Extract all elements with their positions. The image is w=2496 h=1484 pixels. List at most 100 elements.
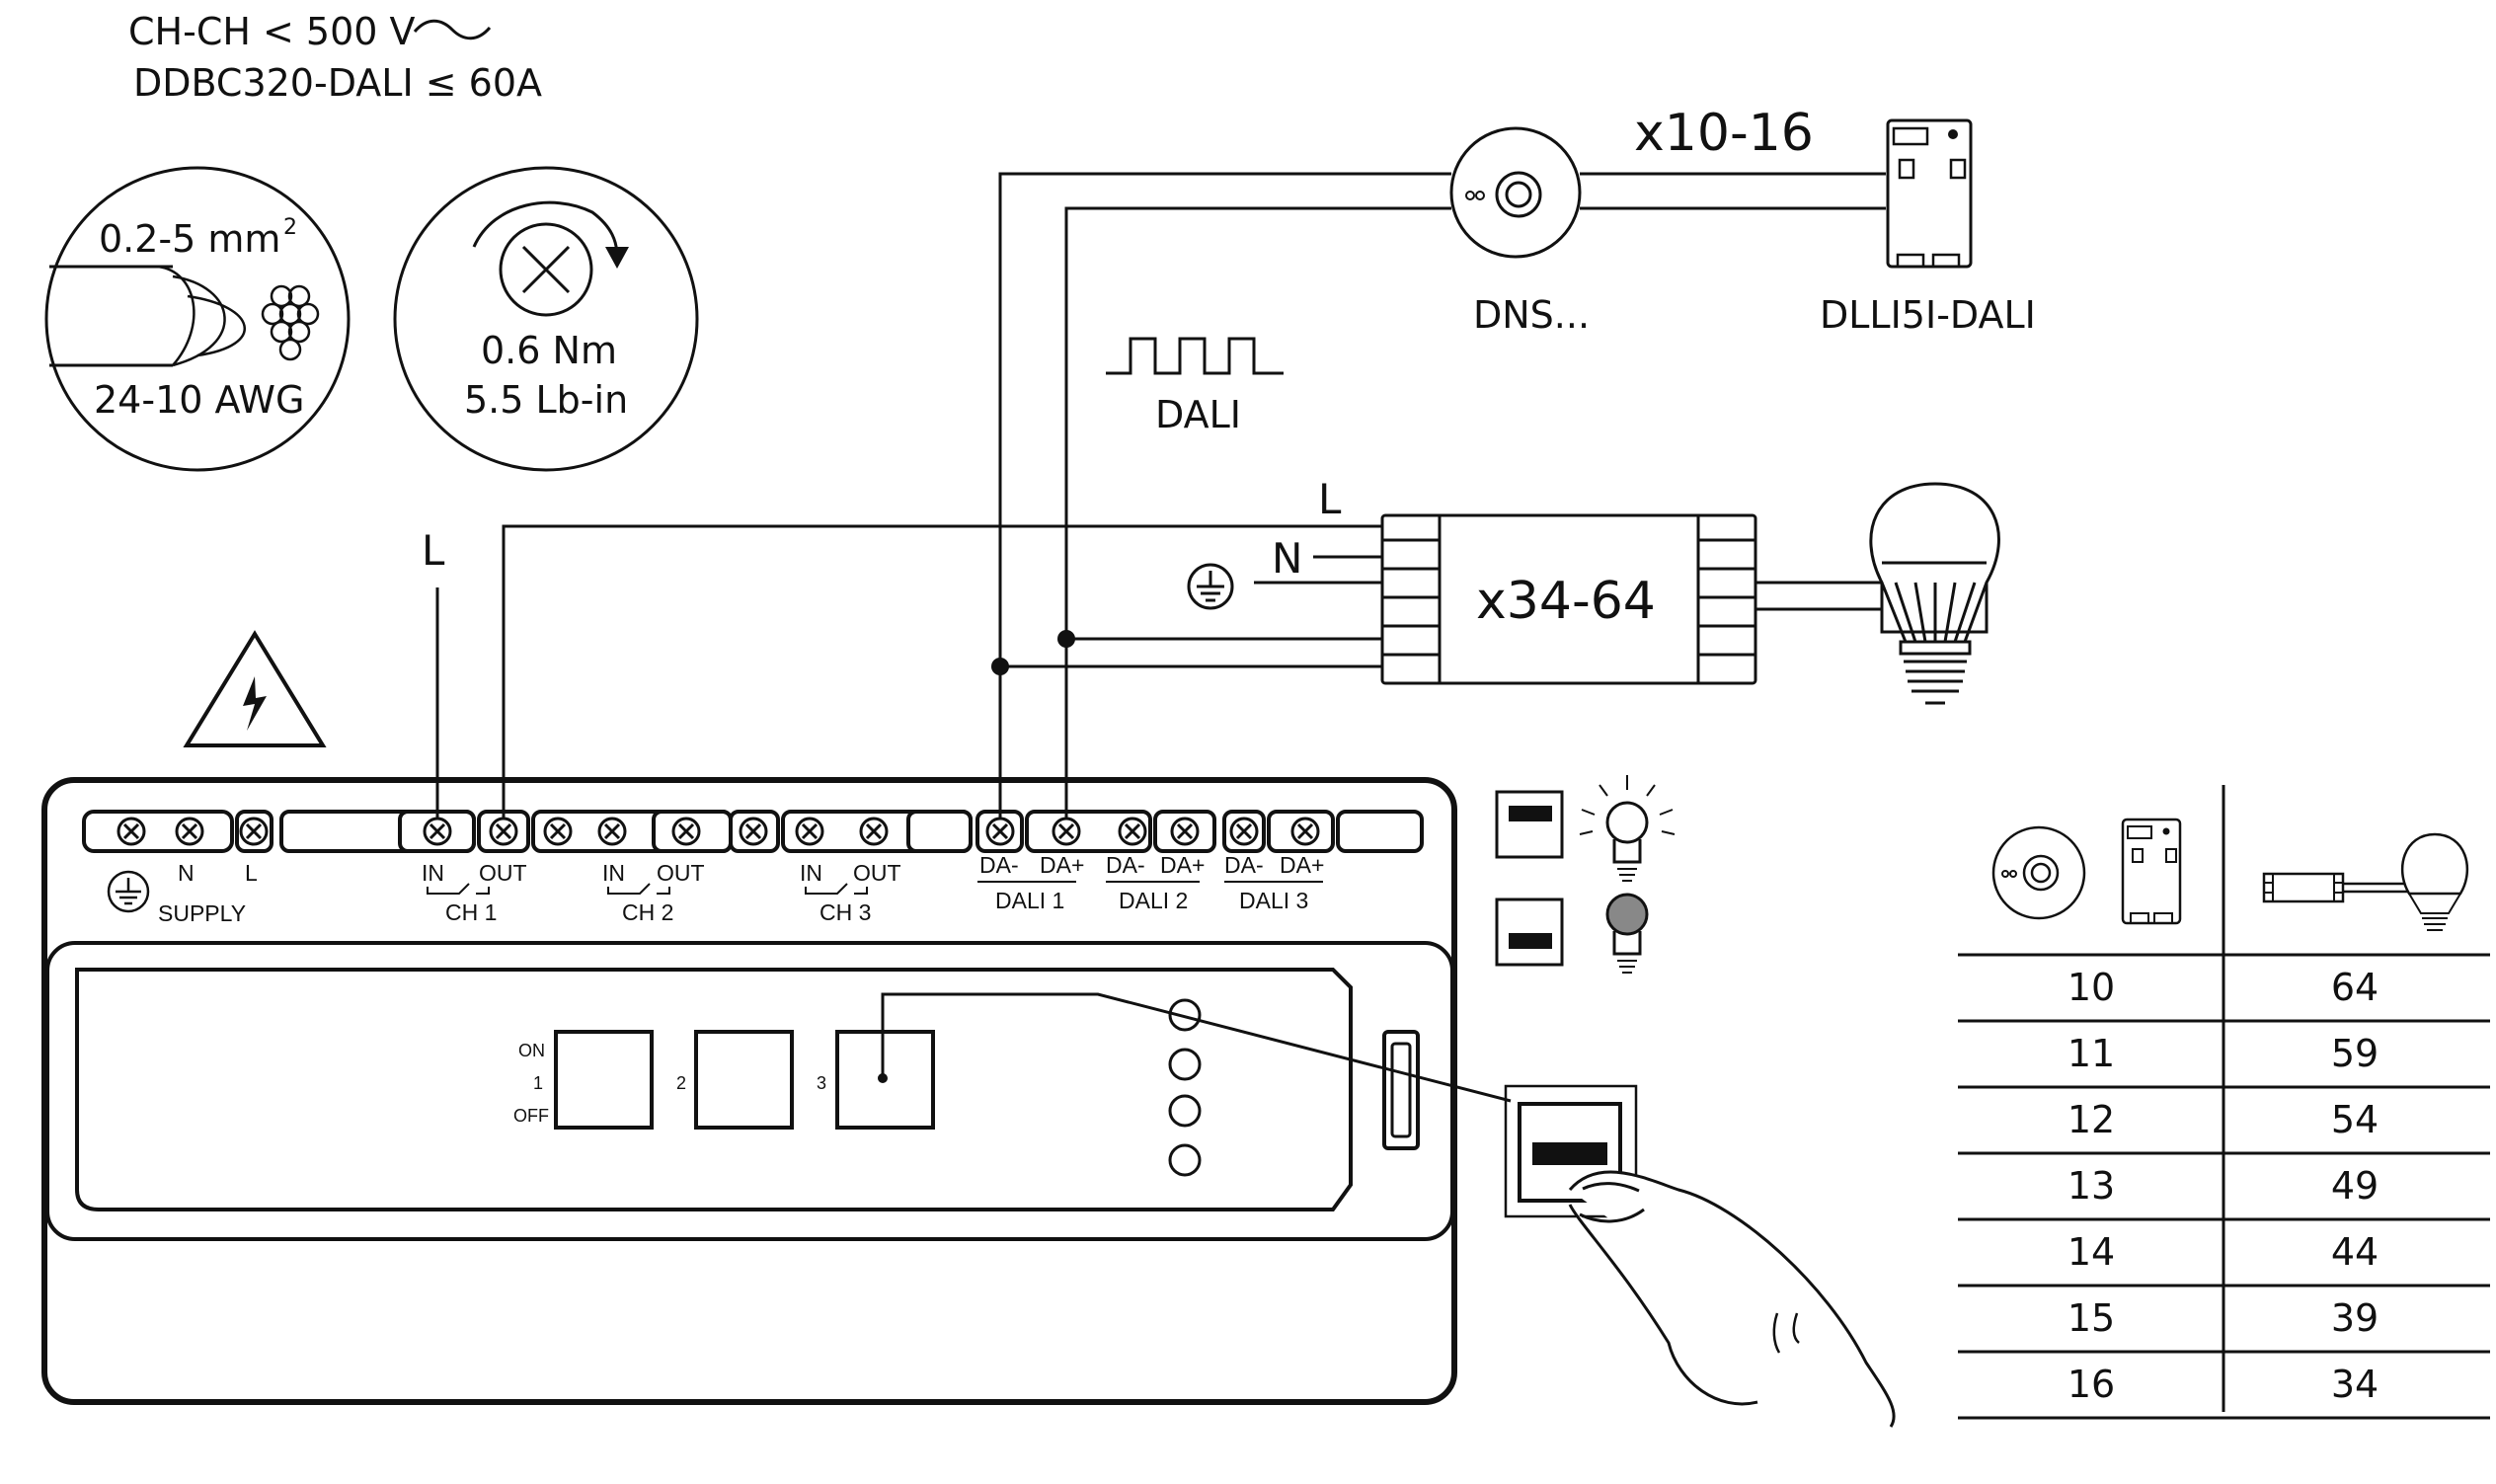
panel-btn3-label: 3 xyxy=(817,1073,826,1093)
screw-cross xyxy=(1296,822,1314,840)
high-voltage-warning-icon xyxy=(183,630,327,747)
table-cell-sensors: 15 xyxy=(2067,1296,2115,1340)
relay-contact-icon xyxy=(805,883,868,895)
junction-dot xyxy=(991,658,1009,675)
dali-signal-icon xyxy=(1106,337,1284,375)
dali1-plus-label: DA+ xyxy=(1040,852,1084,878)
terminal-screw xyxy=(1118,817,1147,846)
terminal-screw xyxy=(795,817,824,846)
finger-press-icon xyxy=(1568,1170,1896,1428)
spec-line-2: DDBC320-DALI ≤ 60A xyxy=(133,61,542,105)
dlli-label: DLLI5I-DALI xyxy=(1820,293,2036,337)
terminal-screw xyxy=(175,817,204,846)
wire-gauge-superscript: 2 xyxy=(283,215,297,240)
dlli-module-icon xyxy=(1886,118,1973,269)
supply-label: SUPPLY xyxy=(158,900,246,926)
ch3-out-label: OUT xyxy=(853,860,901,886)
status-led xyxy=(1168,1143,1202,1177)
terminal-screw xyxy=(1052,817,1081,846)
terminal-screw xyxy=(1229,817,1259,846)
terminal-screw xyxy=(671,817,701,846)
screw-cross xyxy=(677,822,695,840)
screw-cross xyxy=(245,822,263,840)
sensor-count-label: x10-16 xyxy=(1634,104,1814,163)
sensor-column-header-icon xyxy=(1991,818,2182,925)
screw-cross xyxy=(1124,822,1141,840)
spec-line-1: CH-CH < 500 V xyxy=(128,10,416,53)
led-bulb-icon xyxy=(1869,482,2000,705)
supply-L-label: L xyxy=(245,860,258,886)
table-cell-sensors: 14 xyxy=(2067,1230,2115,1274)
screw-cross xyxy=(549,822,567,840)
screw-cross xyxy=(1057,822,1075,840)
screw-cross xyxy=(429,822,446,840)
panel-off-label: OFF xyxy=(513,1106,549,1126)
ch1-out-label: OUT xyxy=(479,860,527,886)
screw-cross xyxy=(744,822,762,840)
table-cell-ballasts: 39 xyxy=(2331,1296,2379,1340)
lamp-lit-icon xyxy=(1579,775,1676,882)
ch2-in-label: IN xyxy=(602,860,625,886)
torque-lbin: 5.5 Lb-in xyxy=(464,378,628,422)
table-cell-sensors: 11 xyxy=(2067,1032,2115,1075)
screw-cross xyxy=(801,822,819,840)
table-cell-sensors: 10 xyxy=(2067,966,2115,1009)
earth-icon xyxy=(1187,563,1234,610)
table-cell-ballasts: 54 xyxy=(2331,1098,2379,1141)
dali2-plus-label: DA+ xyxy=(1160,852,1205,878)
table-cell-sensors: 13 xyxy=(2067,1164,2115,1208)
supply-N-label: N xyxy=(178,860,195,886)
terminal-screw xyxy=(423,817,452,846)
table-cell-ballasts: 59 xyxy=(2331,1032,2379,1075)
torque-nm: 0.6 Nm xyxy=(481,329,617,372)
table-cell-ballasts: 49 xyxy=(2331,1164,2379,1208)
ch2-label: CH 2 xyxy=(622,899,673,925)
lamp-off-icon xyxy=(1605,893,1649,974)
terminal-screw xyxy=(117,817,146,846)
screw-cross xyxy=(181,822,198,840)
screw-cross xyxy=(1235,822,1253,840)
terminal-screw xyxy=(859,817,889,846)
ballast-N-label: N xyxy=(1272,534,1302,583)
dali3-minus-label: DA- xyxy=(1224,852,1264,878)
table-cell-ballasts: 64 xyxy=(2331,966,2379,1009)
earth-icon xyxy=(107,870,150,913)
relay-contact-icon xyxy=(427,883,490,895)
junction-dot xyxy=(1057,630,1075,648)
supply-line-label: L xyxy=(422,526,445,575)
terminal-strip xyxy=(82,810,1424,853)
channel-1-button[interactable] xyxy=(554,1030,654,1130)
channel-2-button[interactable] xyxy=(694,1030,794,1130)
table-cell-ballasts: 34 xyxy=(2331,1363,2379,1406)
dali3-label: DALI 3 xyxy=(1239,888,1308,913)
rotate-arrow-icon xyxy=(472,200,619,258)
wire-gauge-awg: 24-10 AWG xyxy=(94,378,304,422)
status-led xyxy=(1168,1048,1202,1081)
ch1-label: CH 1 xyxy=(445,899,497,925)
table-cell-sensors: 16 xyxy=(2067,1363,2115,1406)
status-led xyxy=(1168,998,1202,1032)
panel-btn2-label: 2 xyxy=(676,1073,686,1093)
screw-cross xyxy=(991,822,1009,840)
pushbutton-on-state xyxy=(1495,790,1564,859)
terminal-screw xyxy=(239,817,269,846)
ch3-in-label: IN xyxy=(800,860,822,886)
terminal-screw xyxy=(1170,817,1200,846)
screw-cross xyxy=(122,822,140,840)
terminal-screw xyxy=(985,817,1015,846)
wire-gauge-badge: 0.2-5 mm 2 24-10 AWG xyxy=(44,166,351,472)
dali1-label: DALI 1 xyxy=(995,888,1064,913)
wire-gauge-mm: 0.2-5 mm xyxy=(99,217,280,261)
terminal-screw xyxy=(543,817,573,846)
channel-3-button[interactable] xyxy=(835,1030,935,1130)
terminal-screw xyxy=(1290,817,1320,846)
status-led xyxy=(1168,1094,1202,1128)
terminal-screw xyxy=(597,817,627,846)
relay-contact-icon xyxy=(607,883,670,895)
ac-wave-icon xyxy=(413,19,492,40)
dali-bus-label: DALI xyxy=(1155,393,1241,436)
dali2-label: DALI 2 xyxy=(1119,888,1188,913)
ballast-L-label: L xyxy=(1318,475,1342,523)
